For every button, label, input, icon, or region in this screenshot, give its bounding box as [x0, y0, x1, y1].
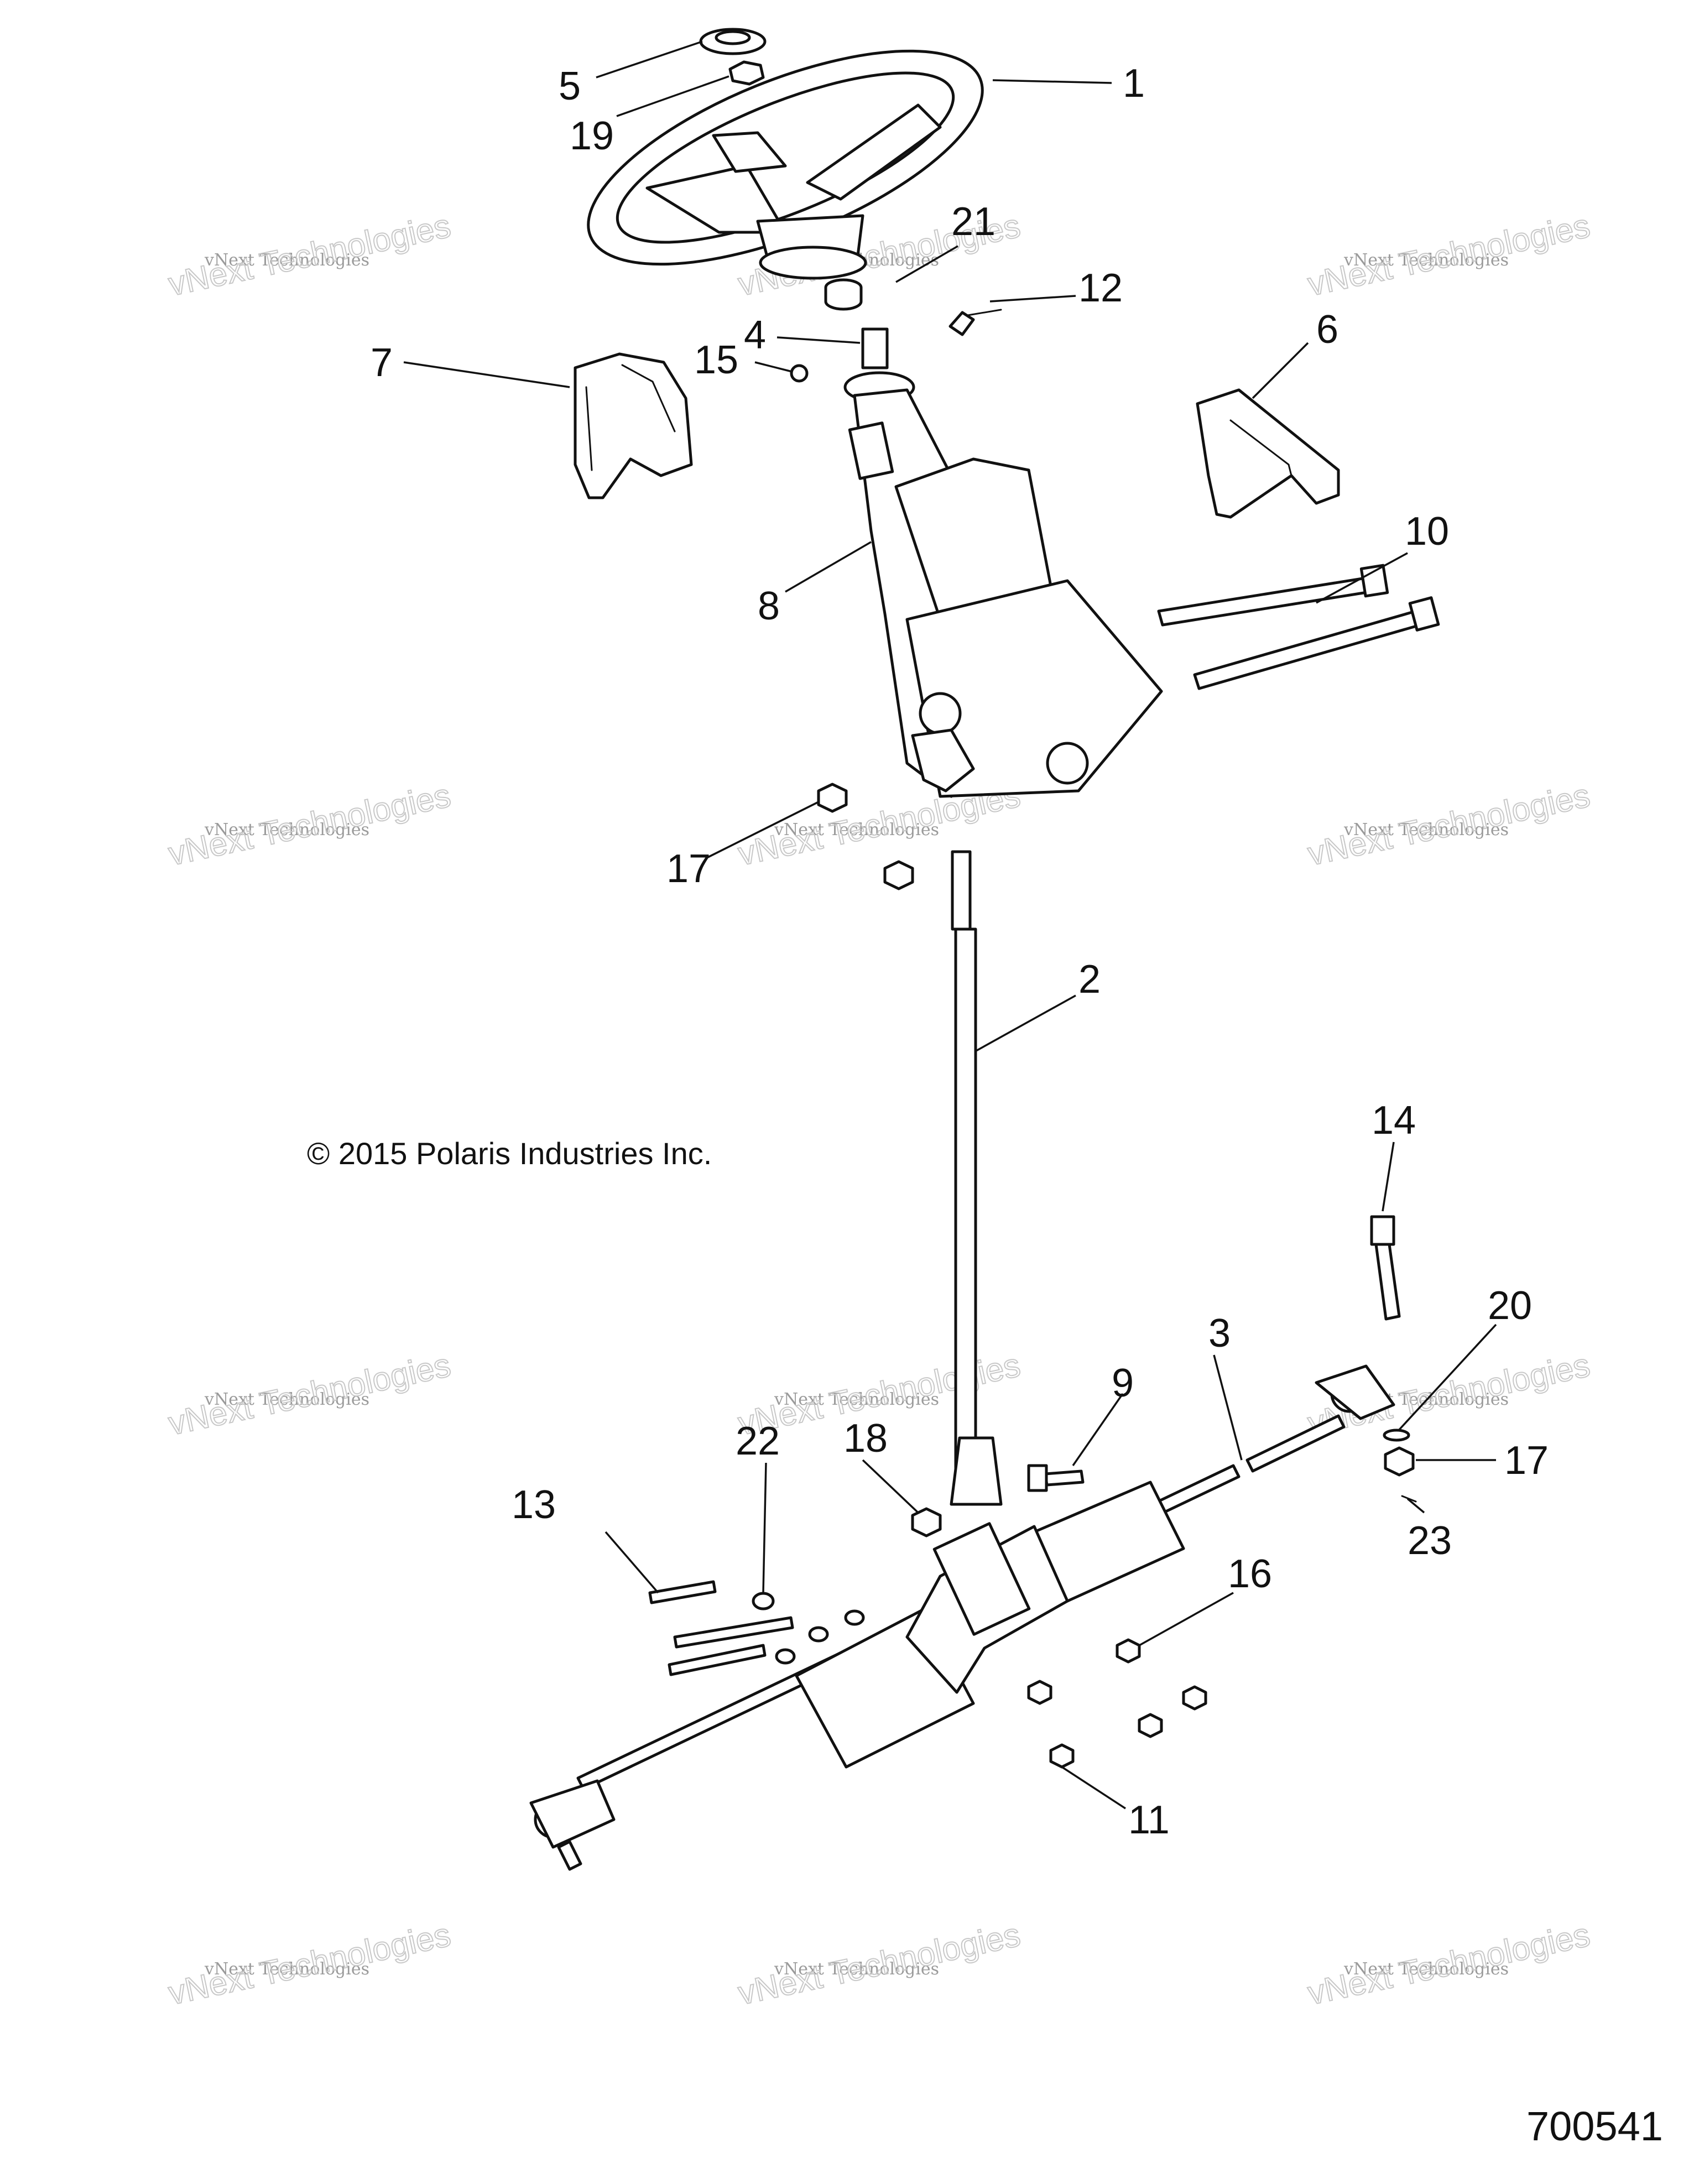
tie-rod-washer — [1383, 1429, 1410, 1442]
callout-9: 9 — [1112, 1361, 1134, 1405]
callout-15: 15 — [694, 338, 738, 382]
watermark-line1: vNext Technologies — [1343, 820, 1509, 840]
callout-22: 22 — [736, 1419, 780, 1463]
watermark: vNext Technologies vNext Technologies — [1304, 776, 1594, 873]
watermark: vNext Technologies vNext Technologies — [734, 1915, 1024, 2012]
watermark-line1: vNext Technologies — [204, 1959, 369, 1979]
steering-rack — [529, 1364, 1395, 1871]
steering-column-assembly — [843, 327, 1163, 798]
steering-wheel — [587, 49, 984, 280]
u-joint-nut — [911, 1507, 942, 1537]
callout-14: 14 — [1372, 1098, 1416, 1143]
left-column-cover — [574, 352, 693, 499]
column-bushing — [824, 278, 863, 311]
rack-mount-bolts — [648, 1580, 794, 1676]
column-mount-bolts — [1157, 564, 1440, 690]
wheel-cap — [699, 28, 767, 55]
watermark-line1: vNext Technologies — [204, 251, 369, 270]
watermark: vNext Technologies vNext Technologies — [165, 206, 455, 303]
callout-18: 18 — [843, 1416, 888, 1461]
callout-11: 11 — [1128, 1798, 1170, 1842]
watermark-line1: vNext Technologies — [204, 1390, 369, 1409]
callout-7: 7 — [371, 341, 393, 385]
watermark: vNext Technologies vNext Technologies — [1304, 206, 1594, 303]
callout-17b: 17 — [1504, 1438, 1549, 1483]
watermark: vNext Technologies vNext Technologies — [1304, 1915, 1594, 2012]
u-joint-bolt — [1027, 1464, 1085, 1492]
callout-17a: 17 — [666, 847, 711, 891]
rack-washers — [752, 1592, 865, 1665]
watermark: vNext Technologies vNext Technologies — [165, 1915, 455, 2012]
callout-8: 8 — [758, 584, 780, 628]
figure-number: 700541 — [1526, 2103, 1663, 2149]
rack-fasteners — [1027, 1638, 1207, 1769]
callout-3: 3 — [1208, 1311, 1231, 1356]
flange-nut-tie-rod — [1384, 1446, 1415, 1477]
tie-rod-bolt — [1370, 1215, 1401, 1321]
callout-20: 20 — [1488, 1284, 1532, 1328]
leader-lines — [403, 40, 1497, 1810]
wheel-nut — [728, 60, 765, 86]
callout-labels: 1 2 3 4 5 6 7 8 9 10 11 12 13 14 15 16 1… — [371, 61, 1549, 1842]
callout-2: 2 — [1078, 957, 1101, 1002]
copyright-notice: © 2015 Polaris Industries Inc. — [307, 1136, 712, 1171]
small-nut — [790, 364, 809, 383]
watermark-line1: vNext Technologies — [1343, 1959, 1509, 1979]
watermark: vNext Technologies vNext Technologies — [165, 1346, 455, 1442]
column-screw — [948, 309, 1002, 336]
watermark-line1: vNext Technologies — [774, 1390, 939, 1409]
callout-23: 23 — [1408, 1519, 1452, 1563]
right-column-cover — [1196, 388, 1340, 519]
callout-1: 1 — [1123, 61, 1145, 106]
watermark-line1: vNext Technologies — [774, 820, 939, 840]
callout-19: 19 — [570, 114, 614, 158]
callout-6: 6 — [1316, 307, 1338, 352]
watermark-line1: vNext Technologies — [204, 820, 369, 840]
callout-10: 10 — [1405, 509, 1449, 554]
callout-5: 5 — [559, 64, 581, 108]
watermark-line1: vNext Technologies — [774, 1959, 939, 1979]
callout-21: 21 — [951, 200, 996, 244]
flange-nut-upper — [817, 783, 914, 890]
callout-4: 4 — [744, 313, 766, 357]
watermark: vNext Technologies vNext Technologies — [165, 776, 455, 873]
steering-shaft — [950, 850, 1003, 1506]
callout-12: 12 — [1078, 266, 1123, 310]
callout-16: 16 — [1228, 1552, 1272, 1596]
callout-13: 13 — [512, 1483, 556, 1527]
watermark-line1: vNext Technologies — [1343, 251, 1509, 270]
